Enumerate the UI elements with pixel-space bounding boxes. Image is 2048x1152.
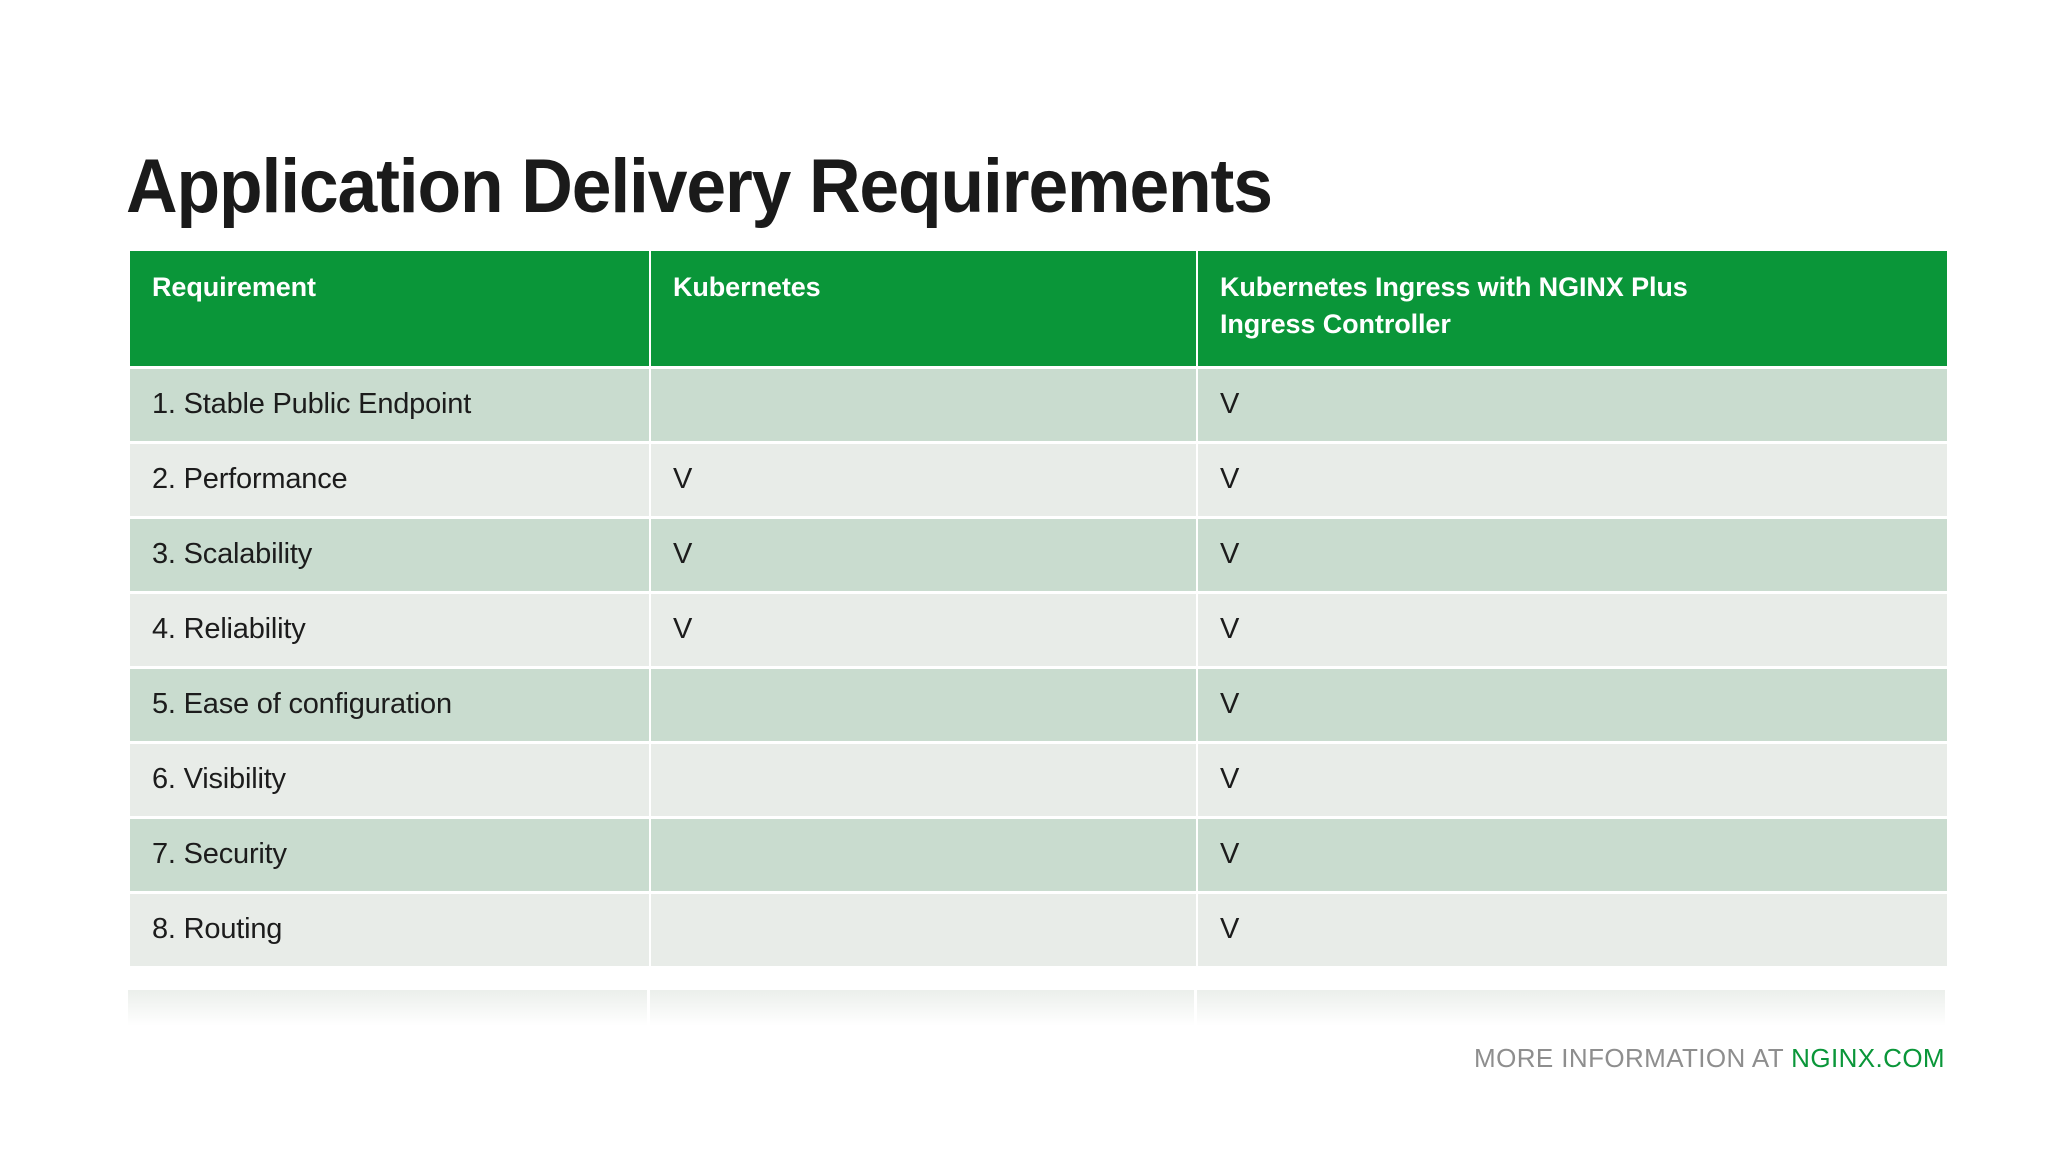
cell-requirement: 4. Reliability xyxy=(130,593,649,666)
cell-requirement: 8. Routing xyxy=(130,893,649,966)
cell-requirement: 5. Ease of configuration xyxy=(130,668,649,741)
footer: MORE INFORMATION AT NGINX.COM xyxy=(1474,1043,1945,1074)
cell-kubernetes xyxy=(651,668,1196,741)
column-header-nginx-plus: Kubernetes Ingress with NGINX Plus Ingre… xyxy=(1198,251,1947,366)
table-header-row: Requirement Kubernetes Kubernetes Ingres… xyxy=(130,251,1947,366)
table-row: 6. Visibility V xyxy=(130,743,1947,816)
cell-nginx-plus: V xyxy=(1198,743,1947,816)
requirements-table: Requirement Kubernetes Kubernetes Ingres… xyxy=(128,248,1949,969)
cell-kubernetes: V xyxy=(651,443,1196,516)
cell-nginx-plus: V xyxy=(1198,443,1947,516)
table-row: 4. Reliability V V xyxy=(130,593,1947,666)
cell-nginx-plus: V xyxy=(1198,368,1947,441)
column-header-kubernetes: Kubernetes xyxy=(651,251,1196,366)
footer-nginx-link[interactable]: NGINX.COM xyxy=(1791,1043,1945,1073)
table-body: 1. Stable Public Endpoint V 2. Performan… xyxy=(130,368,1947,966)
cell-kubernetes xyxy=(651,818,1196,891)
table-fade-divider-2 xyxy=(1194,990,1197,1026)
cell-nginx-plus: V xyxy=(1198,893,1947,966)
table-row: 5. Ease of configuration V xyxy=(130,668,1947,741)
cell-requirement: 1. Stable Public Endpoint xyxy=(130,368,649,441)
table-row: 7. Security V xyxy=(130,818,1947,891)
table-header: Requirement Kubernetes Kubernetes Ingres… xyxy=(130,251,1947,366)
cell-kubernetes: V xyxy=(651,593,1196,666)
table-row: 2. Performance V V xyxy=(130,443,1947,516)
cell-requirement: 6. Visibility xyxy=(130,743,649,816)
column-header-nginx-plus-line2: Ingress Controller xyxy=(1220,309,1451,340)
cell-kubernetes xyxy=(651,893,1196,966)
cell-requirement: 7. Security xyxy=(130,818,649,891)
cell-requirement: 3. Scalability xyxy=(130,518,649,591)
cell-nginx-plus: V xyxy=(1198,593,1947,666)
table-row: 1. Stable Public Endpoint V xyxy=(130,368,1947,441)
table-fade-divider-1 xyxy=(647,990,650,1026)
cell-nginx-plus: V xyxy=(1198,818,1947,891)
cell-kubernetes xyxy=(651,743,1196,816)
page-title: Application Delivery Requirements xyxy=(126,143,1273,229)
cell-nginx-plus: V xyxy=(1198,518,1947,591)
table-row: 8. Routing V xyxy=(130,893,1947,966)
table-bottom-fade xyxy=(128,990,1945,1026)
cell-requirement: 2. Performance xyxy=(130,443,649,516)
footer-more-information-label: MORE INFORMATION AT xyxy=(1474,1043,1784,1073)
cell-nginx-plus: V xyxy=(1198,668,1947,741)
cell-kubernetes: V xyxy=(651,518,1196,591)
column-header-nginx-plus-line1: Kubernetes Ingress with NGINX Plus xyxy=(1220,272,1688,302)
table-row: 3. Scalability V V xyxy=(130,518,1947,591)
cell-kubernetes xyxy=(651,368,1196,441)
column-header-requirement: Requirement xyxy=(130,251,649,366)
